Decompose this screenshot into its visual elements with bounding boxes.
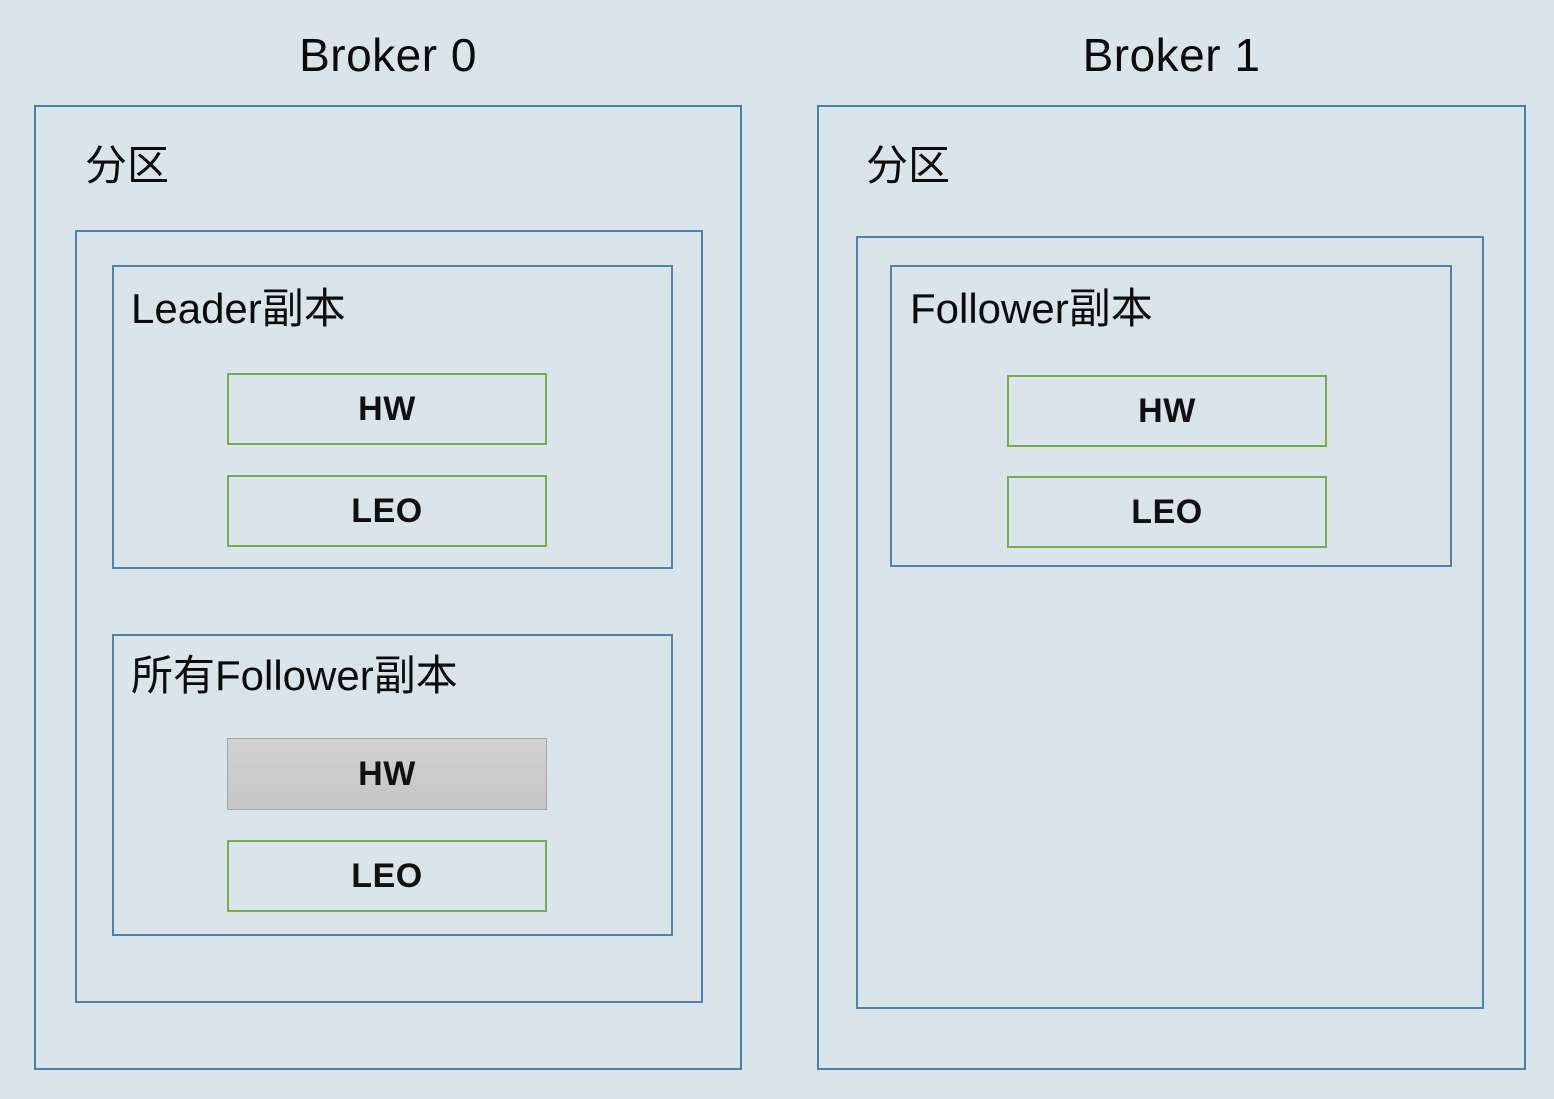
broker-0-leader-hw-chip[interactable]: HW (227, 373, 547, 445)
broker-0-all-followers-replica-label: 所有Follower副本 (131, 652, 458, 699)
broker-1-follower-replica-label: Follower副本 (910, 285, 1153, 332)
broker-1-container (817, 105, 1526, 1070)
broker-0-all-followers-replica-container (112, 634, 673, 936)
broker-1-partition-label: 分区 (866, 142, 951, 189)
broker-0-title: Broker 0 (299, 29, 477, 81)
broker-1-follower-leo-chip[interactable]: LEO (1007, 476, 1327, 548)
broker-0-partition-label: 分区 (85, 142, 170, 189)
broker-0-leader-replica-label: Leader副本 (131, 285, 346, 332)
broker-1-follower-replica-container (890, 265, 1452, 567)
broker-1-partition-container (856, 236, 1484, 1009)
broker-1-follower-hw-chip[interactable]: HW (1007, 375, 1327, 447)
broker-0-all-followers-leo-chip[interactable]: LEO (227, 840, 547, 912)
broker-1-title: Broker 1 (1082, 29, 1261, 81)
broker-0-leader-replica-container (112, 265, 673, 569)
broker-0-leader-leo-chip[interactable]: LEO (227, 475, 547, 547)
broker-0-partition-container (75, 230, 703, 1003)
broker-0-all-followers-hw-chip[interactable]: HW (227, 738, 547, 810)
broker-0-container (34, 105, 742, 1070)
